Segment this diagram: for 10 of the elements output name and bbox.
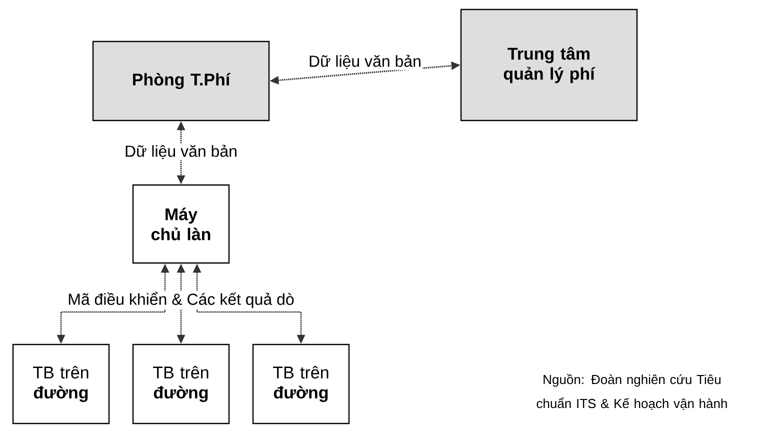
process-box: Trung tâm quản lý phí	[460, 8, 638, 122]
edge-label: Dữ liệu văn bản	[308, 54, 422, 70]
caption: Nguồn: Đoàn nghiên cứu Tiêu chuẩn ITS & Kế hoạch vận hành	[536, 374, 727, 410]
edge-label: Mã điều khiển & Các kết quả dò	[66, 290, 296, 310]
device-box: TB trên đường	[12, 344, 110, 424]
process-box: Phòng T.Phí	[92, 40, 270, 122]
device-box: TB trên đường	[132, 344, 230, 424]
server-box: Máy chủ làn	[132, 184, 230, 264]
device-box: TB trên đường	[252, 344, 350, 424]
edge-label: Dữ liệu văn bản	[124, 144, 238, 160]
